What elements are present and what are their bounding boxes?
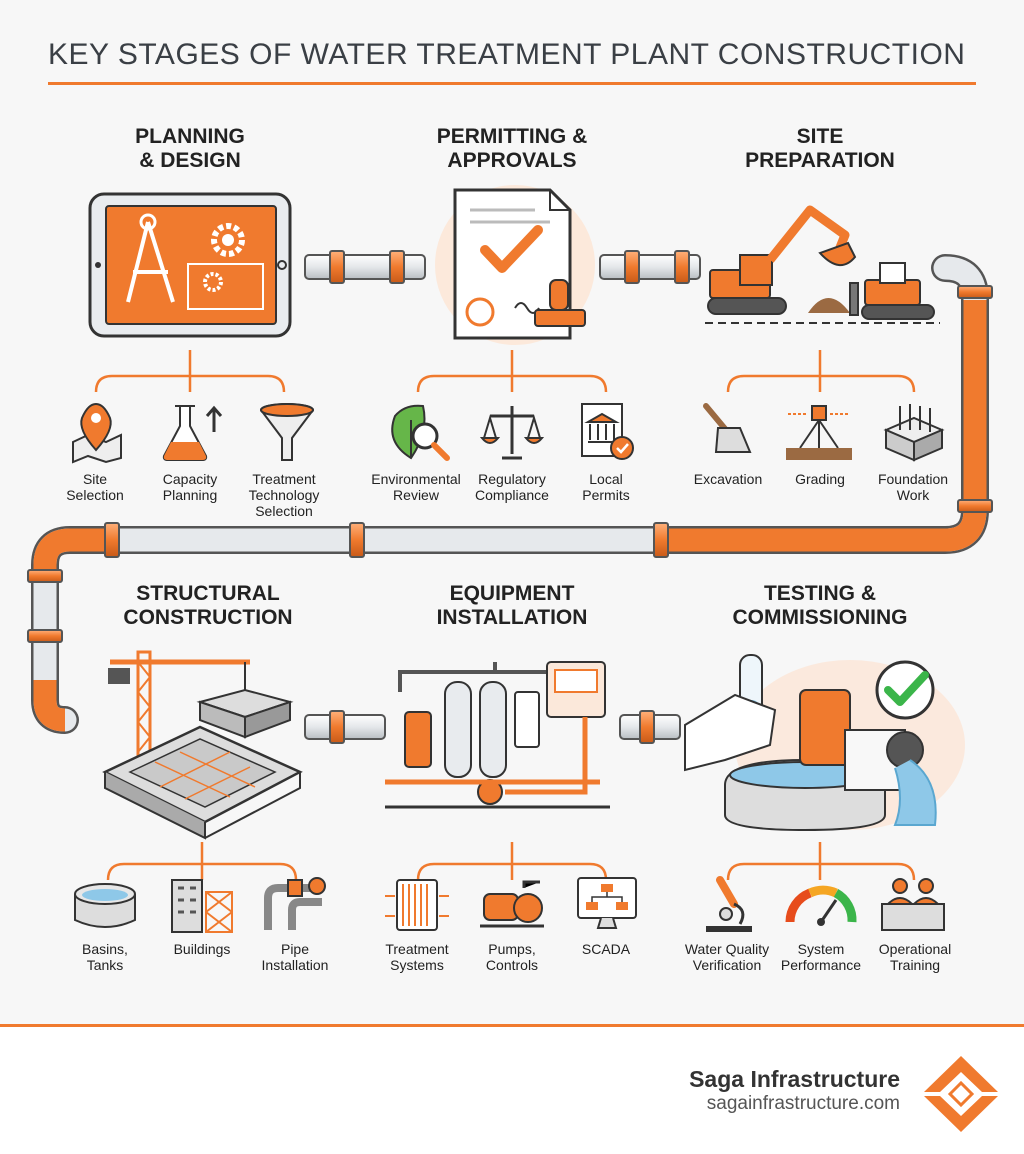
footer-rule [0, 1024, 1024, 1027]
stage-title-site-prep: SITE PREPARATION [745, 125, 895, 172]
basin-icon [74, 883, 136, 928]
label-basins-tanks: Basins, Tanks [82, 941, 128, 973]
brand-name: Saga Infrastructure [689, 1066, 900, 1092]
footer [0, 1026, 1024, 1154]
training-people-icon [881, 878, 945, 931]
stage-title-testing: TESTING & COMMISSIONING [732, 582, 908, 629]
approved-document-illustration [435, 185, 595, 345]
crane-foundation-illustration [102, 650, 303, 840]
stage-title-structural: STRUCTURAL CONSTRUCTION [123, 582, 293, 629]
pipe-connector-3 [304, 710, 386, 744]
scales-icon [479, 406, 545, 460]
label-treatment-technology: Treatment Technology Selection [248, 471, 320, 519]
pipe-main-loop [27, 254, 993, 734]
brand-url[interactable]: sagainfrastructure.com [706, 1093, 900, 1114]
pipe-connector-2 [599, 250, 701, 284]
label-operational-training: Operational Training [878, 941, 952, 973]
testing-commissioning-illustration [684, 654, 965, 832]
foundation-block-icon [883, 404, 945, 462]
page-title: KEY STAGES OF WATER TREATMENT PLANT CONS… [48, 38, 966, 71]
brand-logo-icon [924, 1056, 998, 1132]
label-grading: Grading [795, 471, 845, 487]
label-local-permits: Local Permits [582, 471, 630, 503]
pipe-connector-4 [619, 710, 681, 744]
label-regulatory-compliance: Regulatory Compliance [475, 471, 549, 503]
label-treatment-systems: Treatment Systems [385, 941, 449, 973]
stage-title-equipment: EQUIPMENT INSTALLATION [436, 582, 588, 629]
map-pin-icon [72, 402, 122, 464]
label-excavation: Excavation [693, 471, 763, 487]
equipment-skid-illustration [385, 661, 610, 809]
scada-monitor-icon [577, 877, 637, 929]
blueprint-tablet-illustration [88, 192, 292, 338]
label-pumps-controls: Pumps, Controls [485, 941, 539, 973]
label-scada: SCADA [581, 941, 631, 957]
label-water-quality: Water Quality Verification [684, 941, 770, 973]
stage-title-planning: PLANNING & DESIGN [135, 125, 245, 172]
filter-unit-icon [385, 879, 449, 931]
label-buildings: Buildings [173, 941, 231, 957]
shovel-icon [703, 403, 752, 453]
label-pipe-installation: Pipe Installation [261, 941, 329, 973]
label-site-selection: Site Selection [66, 471, 124, 503]
label-system-performance: System Performance [780, 941, 862, 973]
label-foundation-work: Foundation Work [877, 471, 949, 503]
stage-title-permitting: PERMITTING & APPROVALS [436, 125, 588, 172]
building-icon [171, 879, 233, 933]
pipe-connector-1 [304, 250, 426, 284]
label-capacity-planning: Capacity Planning [162, 471, 218, 503]
pump-icon [480, 880, 544, 928]
flask-icon [162, 405, 223, 461]
microscope-icon [706, 876, 752, 932]
leaf-magnifier-icon [391, 404, 450, 461]
gauge-icon [785, 885, 857, 926]
survey-level-icon [786, 405, 852, 460]
permit-document-icon [581, 403, 634, 460]
funnel-icon [260, 403, 314, 461]
title-underline [48, 82, 976, 85]
excavator-bulldozer-illustration [705, 205, 940, 324]
pipe-valve-icon [264, 877, 326, 930]
label-environmental-review: Environmental Review [371, 471, 461, 503]
